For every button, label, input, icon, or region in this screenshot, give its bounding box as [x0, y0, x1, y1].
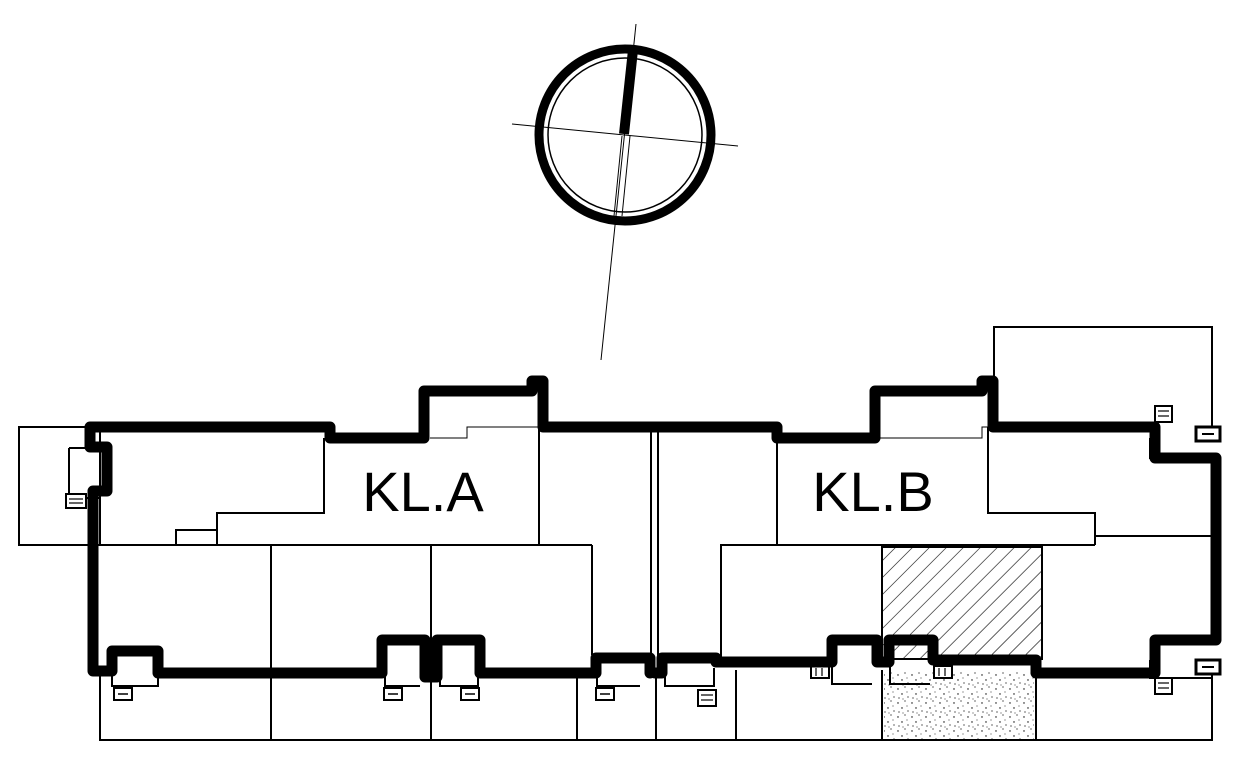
block-a-label: KL.A — [362, 460, 484, 523]
interior-lines — [18, 326, 1215, 741]
stippled-area — [884, 672, 1034, 740]
north-arrow-icon — [511, 23, 739, 361]
block-b-outline — [649, 375, 1222, 679]
block-a-outline — [84, 375, 661, 683]
fixture-symbols — [65, 405, 1222, 707]
block-b-label: KL.B — [812, 460, 933, 523]
exterior-walls — [84, 375, 1222, 683]
